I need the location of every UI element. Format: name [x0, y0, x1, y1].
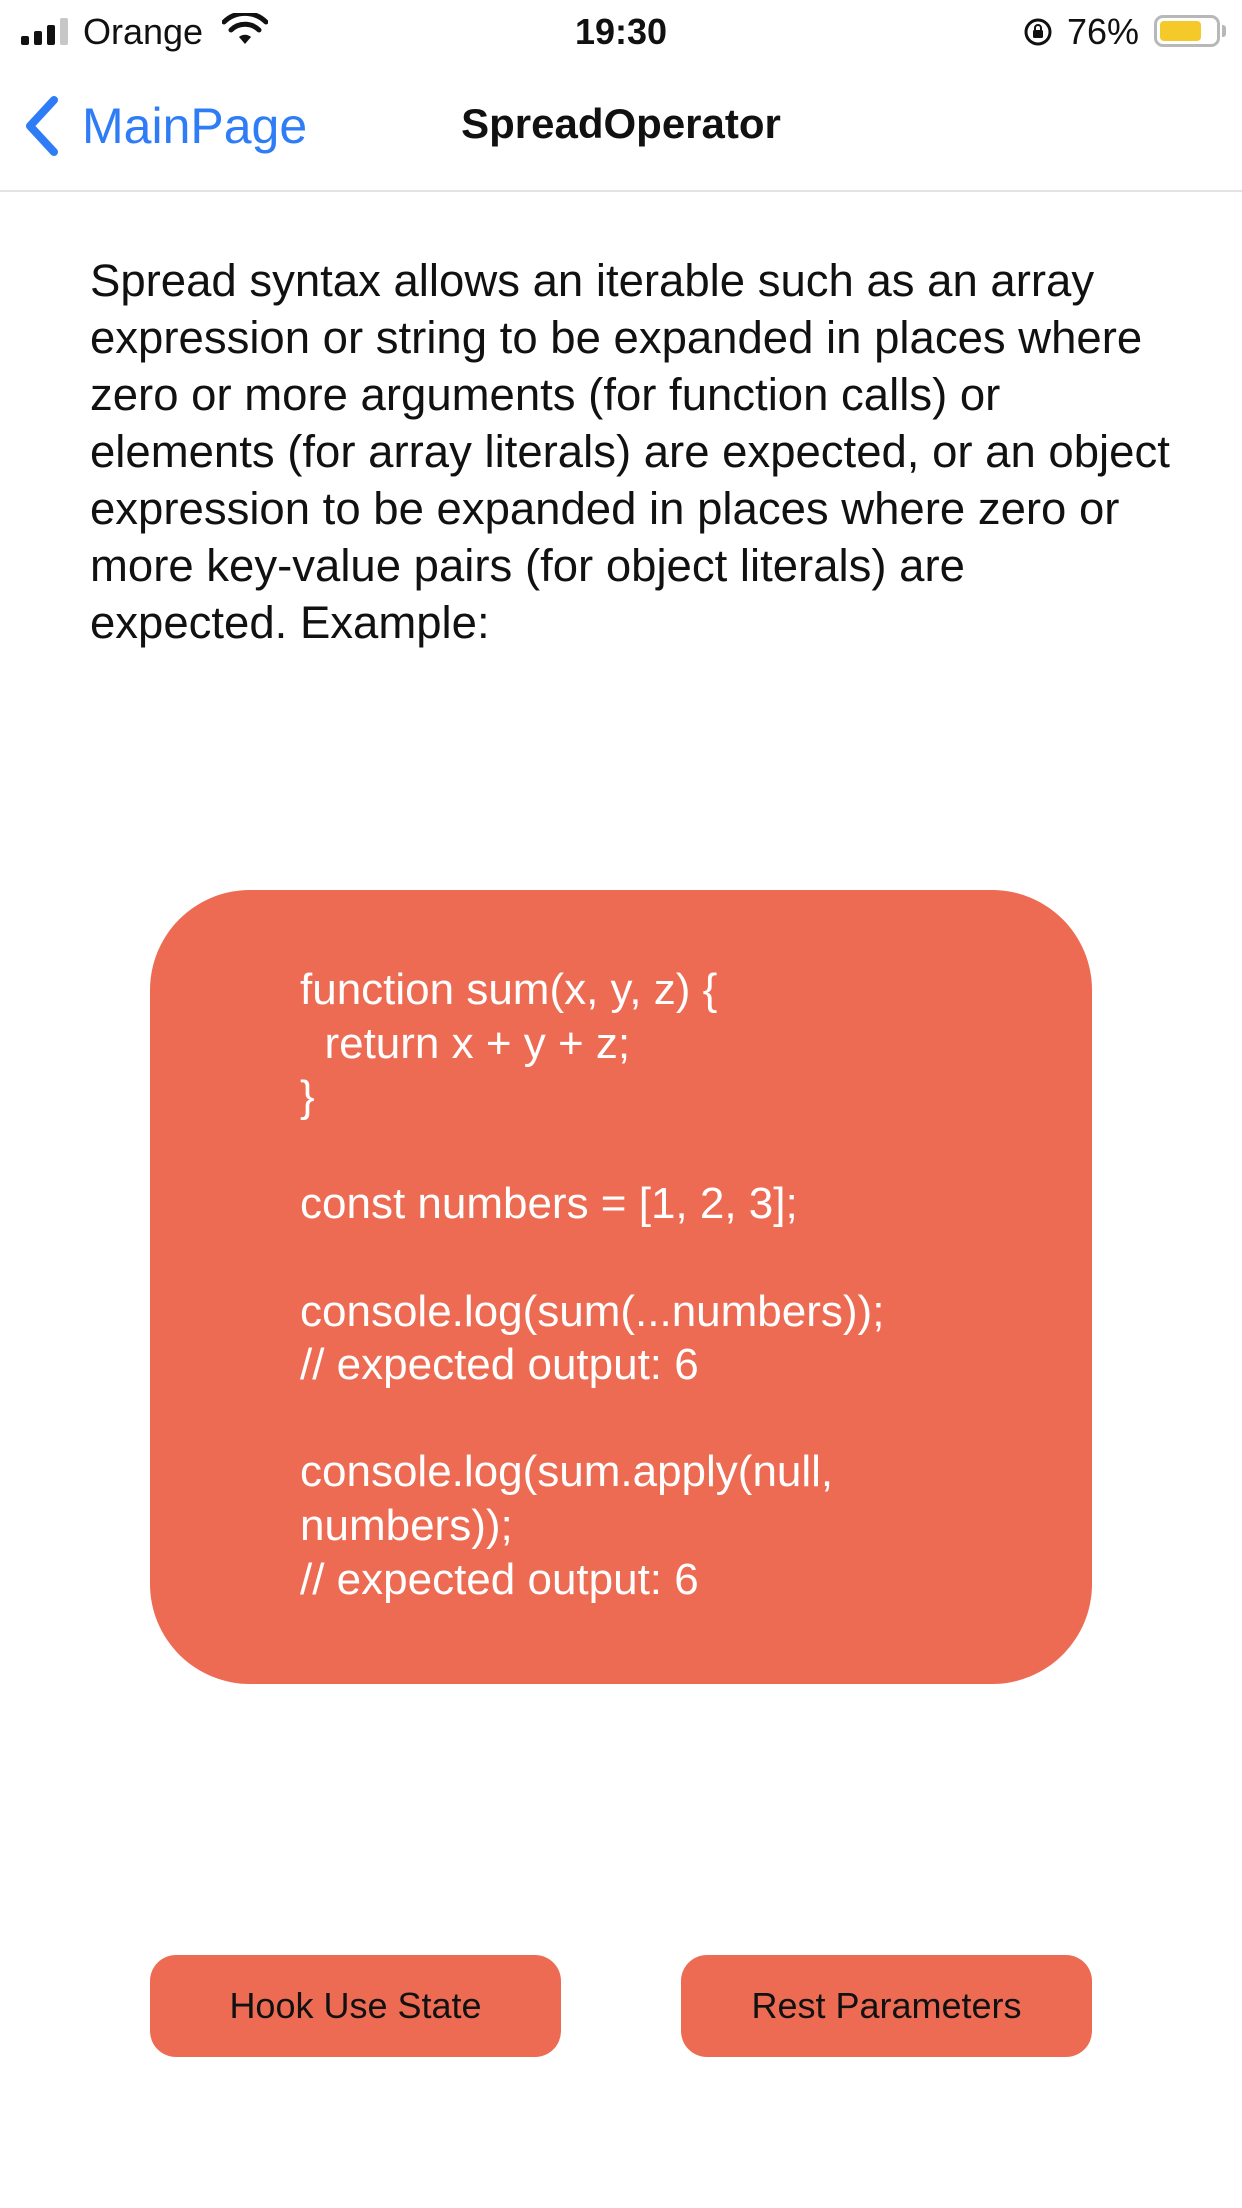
rest-parameters-button[interactable]: Rest Parameters [681, 1955, 1092, 2057]
navigation-bar: MainPage SpreadOperator [0, 62, 1242, 192]
rotation-lock-icon [1024, 18, 1052, 46]
page-title: SpreadOperator [461, 100, 781, 147]
battery-percentage: 76% [1067, 11, 1140, 52]
chevron-left-icon [26, 96, 58, 156]
battery-icon [1154, 15, 1220, 47]
battery-nub [1222, 25, 1226, 37]
description-text: Spread syntax allows an iterable such as… [90, 255, 1170, 648]
hook-use-state-button[interactable]: Hook Use State [150, 1955, 561, 2057]
back-button[interactable]: MainPage [22, 92, 307, 160]
signal-icon [21, 18, 68, 45]
wifi-icon [222, 13, 268, 44]
carrier-name: Orange [83, 11, 204, 52]
code-example-text: function sum(x, y, z) { return x + y + z… [300, 965, 885, 1604]
back-button-label: MainPage [82, 98, 308, 154]
status-bar: Orange 19:30 76% [0, 0, 1242, 62]
clock: 19:30 [574, 11, 668, 52]
code-example-card: function sum(x, y, z) { return x + y + z… [150, 890, 1092, 1684]
